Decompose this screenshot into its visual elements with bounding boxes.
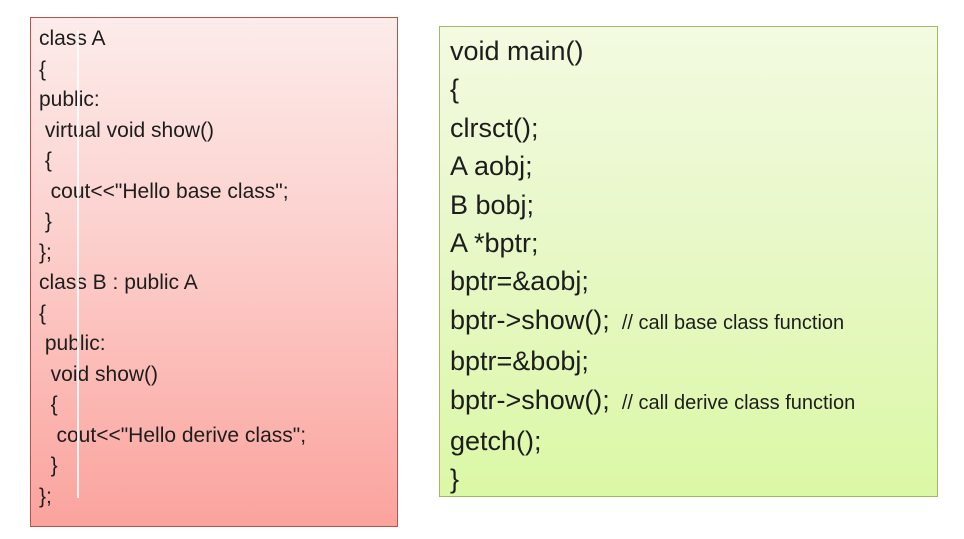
code-line: { <box>39 393 58 416</box>
code-line: class A <box>39 27 106 50</box>
code-line: } <box>39 210 52 233</box>
code-line: { <box>39 301 47 325</box>
code-line: clrsct(); <box>450 109 933 147</box>
code-text: } <box>450 464 460 495</box>
code-line: A *bptr; <box>450 224 933 262</box>
code-text: void main() <box>450 36 584 66</box>
code-line: virtual void show() <box>39 118 215 142</box>
code-text: A *bptr; <box>450 228 539 259</box>
code-text: A aobj; <box>450 151 533 182</box>
code-line: { <box>450 70 933 108</box>
code-text: bptr=&bobj; <box>450 346 589 377</box>
code-line: A aobj; <box>450 147 933 185</box>
main-function-code-box: void main() { clrsct(); A aobj; B bobj; … <box>439 26 938 497</box>
code-text: clrsct(); <box>450 112 539 143</box>
code-line: bptr->show(); // call base class function <box>450 301 933 342</box>
code-line: { <box>39 149 52 172</box>
code-line: cout<<"Hello derive class"; <box>39 423 307 447</box>
code-line: bptr=&aobj; <box>450 262 933 300</box>
code-line: B bobj; <box>450 186 933 224</box>
code-text: bptr=&aobj; <box>450 266 589 297</box>
code-line: void main() <box>450 32 933 70</box>
code-line: } <box>39 454 58 477</box>
code-comment: // call derive class function <box>621 391 856 414</box>
code-line: public: <box>39 332 106 355</box>
code-text: bptr->show(); <box>450 304 610 335</box>
code-text: getch(); <box>450 426 542 457</box>
code-line: cout<<"Hello base class"; <box>39 179 289 203</box>
code-line: bptr=&bobj; <box>450 342 933 380</box>
code-line: public: <box>39 88 100 111</box>
code-text: B bobj; <box>450 189 535 220</box>
code-text: bptr->show(); <box>450 384 610 415</box>
code-line: } <box>450 460 933 498</box>
code-line: }; <box>39 484 52 508</box>
code-line: getch(); <box>450 422 933 460</box>
code-line: void show() <box>39 362 159 386</box>
code-line: class B : public A <box>39 271 198 294</box>
code-line: { <box>39 57 47 81</box>
code-line: bptr->show(); // call derive class functi… <box>450 381 933 422</box>
code-line: }; <box>39 240 52 264</box>
code-text: { <box>450 74 460 105</box>
base-class-code-box: class A { public: virtual void show() { … <box>30 17 398 527</box>
code-comment: // call base class function <box>621 311 845 334</box>
